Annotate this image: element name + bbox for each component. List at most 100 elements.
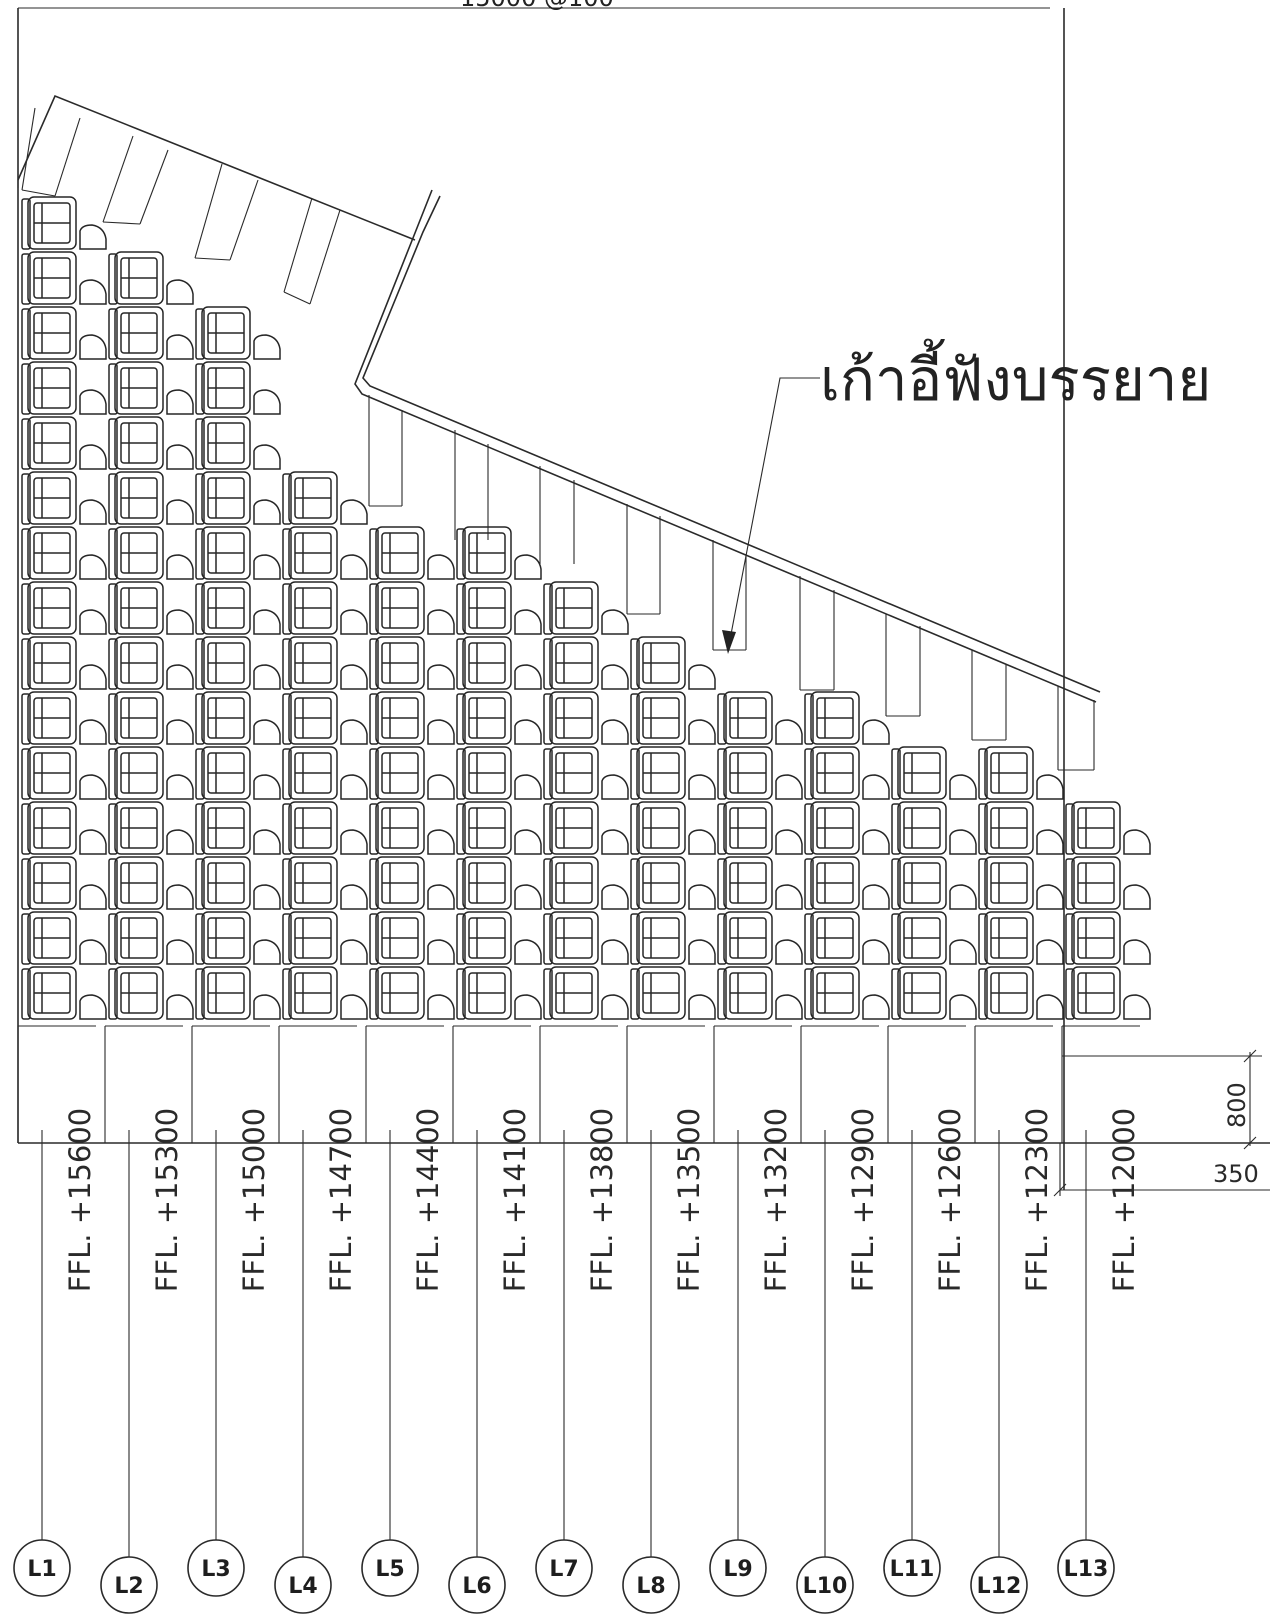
grid-bubble-label: L8 xyxy=(636,1574,665,1599)
seat xyxy=(195,856,281,910)
seat xyxy=(543,801,629,855)
callout-leader xyxy=(722,377,820,654)
seat xyxy=(195,746,281,800)
seat xyxy=(195,636,281,690)
seat xyxy=(21,251,107,305)
seat xyxy=(108,251,194,305)
seat xyxy=(369,691,455,745)
seat xyxy=(195,471,281,525)
seat xyxy=(282,801,368,855)
seat xyxy=(543,746,629,800)
seat xyxy=(717,966,803,1020)
seat xyxy=(369,636,455,690)
seat xyxy=(456,911,542,965)
seat xyxy=(108,416,194,470)
seat xyxy=(369,911,455,965)
seat xyxy=(21,416,107,470)
seat xyxy=(456,581,542,635)
step-lines xyxy=(368,395,1095,771)
seat xyxy=(630,801,716,855)
seat xyxy=(108,306,194,360)
seat xyxy=(456,636,542,690)
ffl-label: FFL. +15300 xyxy=(150,1108,184,1293)
grid-bubble xyxy=(970,1556,1028,1614)
seat xyxy=(369,966,455,1020)
grid-bubble-label: L12 xyxy=(977,1574,1022,1599)
grid-bubble xyxy=(796,1556,854,1614)
seat xyxy=(891,966,977,1020)
seat xyxy=(456,856,542,910)
seat xyxy=(456,526,542,580)
seat xyxy=(543,691,629,745)
grid-bubble-label: L10 xyxy=(803,1574,848,1599)
seat xyxy=(369,746,455,800)
ffl-label: FFL. +14400 xyxy=(411,1108,445,1293)
seat xyxy=(195,581,281,635)
seat xyxy=(1065,801,1151,855)
seat xyxy=(804,856,890,910)
seat xyxy=(717,856,803,910)
seat xyxy=(21,636,107,690)
seat xyxy=(804,911,890,965)
seat xyxy=(630,856,716,910)
grid-bubble xyxy=(361,1539,419,1597)
seat xyxy=(456,691,542,745)
seat xyxy=(282,966,368,1020)
seat xyxy=(195,361,281,415)
top-dimension-text: 15000 @100 xyxy=(460,0,614,12)
seat xyxy=(282,746,368,800)
seat xyxy=(21,856,107,910)
grid-bubble-label: L5 xyxy=(375,1557,404,1582)
ffl-label: FFL. +12600 xyxy=(933,1108,967,1293)
ffl-label: FFL. +12300 xyxy=(1020,1108,1054,1293)
grid-bubble-label: L11 xyxy=(890,1557,935,1582)
seat xyxy=(543,911,629,965)
seat xyxy=(978,856,1064,910)
grid-bubble xyxy=(622,1556,680,1614)
grid-bubble-label: L4 xyxy=(288,1574,317,1599)
seat xyxy=(108,581,194,635)
seat xyxy=(630,691,716,745)
seat xyxy=(717,801,803,855)
seat xyxy=(717,691,803,745)
seat xyxy=(717,911,803,965)
seat xyxy=(282,636,368,690)
seat xyxy=(891,856,977,910)
seat xyxy=(804,746,890,800)
seat xyxy=(543,581,629,635)
seat xyxy=(282,581,368,635)
seat xyxy=(891,801,977,855)
seat xyxy=(369,856,455,910)
ffl-label: FFL. +15600 xyxy=(63,1108,97,1293)
grid-bubble-label: L7 xyxy=(549,1557,578,1582)
seat xyxy=(195,911,281,965)
seat xyxy=(717,746,803,800)
grid-bubble xyxy=(1057,1539,1115,1597)
seat xyxy=(630,966,716,1020)
seat xyxy=(543,966,629,1020)
seat xyxy=(108,361,194,415)
seat xyxy=(21,581,107,635)
seat xyxy=(21,526,107,580)
grid-bubble-label: L13 xyxy=(1064,1557,1109,1582)
seat xyxy=(108,471,194,525)
grid-bubble xyxy=(535,1539,593,1597)
seat xyxy=(369,581,455,635)
seat xyxy=(978,746,1064,800)
ffl-label: FFL. +13800 xyxy=(585,1108,619,1293)
seat xyxy=(1065,966,1151,1020)
seat xyxy=(21,911,107,965)
grid-bubble xyxy=(709,1539,767,1597)
seat xyxy=(282,691,368,745)
callout-label: เก้าอี้ฟังบรรยาย xyxy=(820,339,1211,414)
